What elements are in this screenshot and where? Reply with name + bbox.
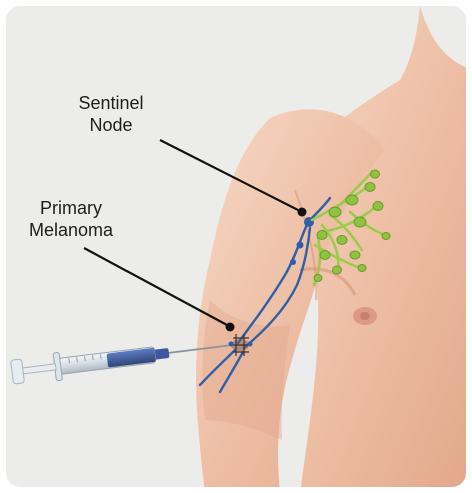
- sentinel-pointer-dot: [298, 208, 307, 217]
- primary-melanoma-label-line-1: Primary: [22, 197, 120, 219]
- primary-melanoma-label-line-2: Melanoma: [22, 219, 120, 241]
- sentinel-node-label: Sentinel Node: [76, 92, 146, 136]
- sentinel-node-label-line-1: Sentinel: [76, 92, 146, 114]
- primary-pointer-dot: [226, 323, 235, 332]
- sentinel-node-label-line-2: Node: [76, 114, 146, 136]
- primary-melanoma-label: Primary Melanoma: [22, 197, 120, 241]
